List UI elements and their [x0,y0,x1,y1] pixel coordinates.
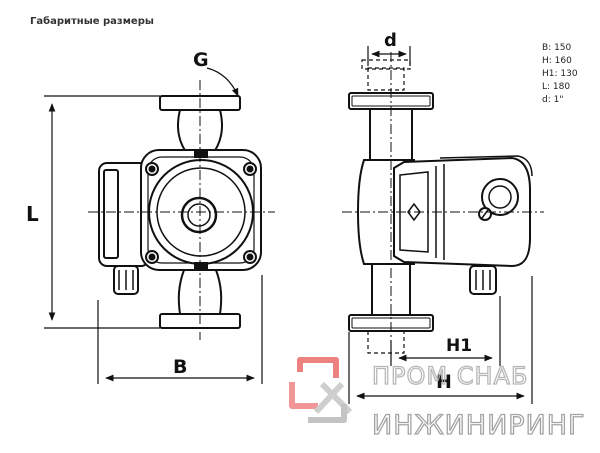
spec-h: H: 160 [542,56,572,66]
dimension-b [97,275,263,384]
dimension-l [44,95,160,329]
page-heading: Габаритные размеры [30,16,154,27]
label-d: d [384,30,397,51]
dimension-specs: B: 150 H: 160 H1: 130 L: 180 d: 1" [542,42,578,107]
spec-d: d: 1" [542,95,564,105]
watermark-line1: ПРОМ СНАБ [372,362,528,390]
watermark-line2: ИНЖИНИРИНГ [372,410,586,441]
spec-h1: H1: 130 [542,69,578,79]
label-h1: H1 [446,336,472,356]
label-g: G [193,49,209,71]
label-l: L [26,202,39,226]
dimension-g [206,67,239,97]
watermark: ПРОМ СНАБ ИНЖИНИРИНГ [289,357,586,442]
dimension-d [367,46,411,66]
dimension-h1 [390,296,501,366]
spec-l: L: 180 [542,82,571,92]
spec-b: B: 150 [542,43,572,53]
label-b: B [173,356,187,378]
label-h: H [436,371,452,393]
brand-logo-icon [289,357,353,423]
side-view [348,59,533,354]
dimension-h [348,276,533,404]
